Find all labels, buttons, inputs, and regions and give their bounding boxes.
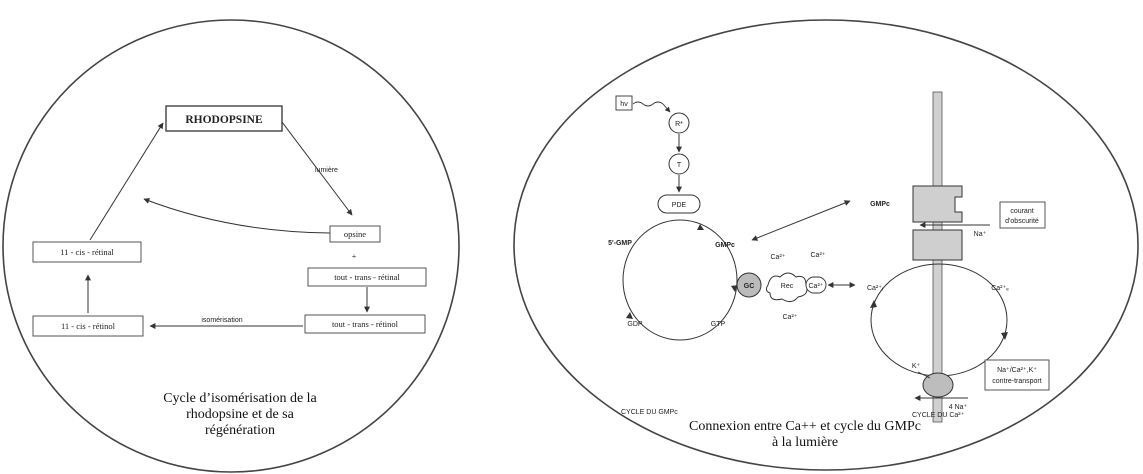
k-line [917,371,931,379]
cycle-arrowhead-top [697,224,704,230]
na-label: Na⁺ [974,231,987,238]
cis-retinal-label: 11 - cis - rétinal [60,247,114,257]
arrow-gmpc-to-channel [751,200,851,241]
isomerisation-cycle-panel: RHODOPSINE lumière opsine + tout - trans… [2,19,460,473]
gmpc-left-label: GMPc [715,242,735,249]
gmp5-label: 5'-GMP [608,240,632,247]
exchanger-node [922,372,954,398]
exchanger-line1: Na⁺/Ca²⁺,K⁺ [997,367,1037,374]
ca-i-label: Ca²⁺ᵢ [867,285,883,292]
cycle-gmpc-label: CYCLE DU GMPc [621,409,678,416]
arrow-light-to-rstar [662,103,671,113]
tout-trans-retinal-box [307,267,427,287]
t-label: T [677,162,682,169]
guanylate-cyclase-node [736,272,762,298]
cis-retinal-box [32,241,142,263]
right-caption: Connexion entre Ca++ et cycle du GMPc à … [689,419,921,450]
left-caption: Cycle d’isomérisation de la rhodopsine e… [163,391,317,438]
plus-sign: + [352,251,357,261]
lumiere-label: lumière [315,167,338,174]
ca-rec-label: Ca²⁺ [809,283,824,290]
gmpc-right-label: GMPc [870,201,890,208]
right-circle-outline [513,19,1139,471]
courant-line2: d'obscurité [1005,218,1039,225]
r-star-label: R* [675,121,683,128]
cycle-arrowhead-right [731,285,738,292]
arrow-opsine-back [143,198,331,234]
transducin-node [668,153,690,175]
tout-trans-retinol-box [304,314,426,334]
gmpc-cycle-ring [622,219,738,341]
ca-bound-rec [805,276,827,294]
channel-lower-block [912,229,963,261]
r-star-node [668,112,690,134]
rhodopsine-label: RHODOPSINE [185,114,263,126]
ca-cycle-arrowhead [1001,332,1008,340]
pde-node [657,194,701,214]
recoverin-blob [765,272,808,303]
gc-label: GC [744,283,755,290]
left-circle-outline [2,19,460,473]
courant-line1: courant [1010,208,1033,215]
k-label: K⁺ [912,363,921,370]
ca-cycle-arrowhead-left [870,300,877,308]
hv-label: hν [620,101,628,108]
gmpc-cycle-panel: hν R* T PDE 5'-GMP GMPc GDP GTP GC Rec C… [513,19,1139,471]
four-na-label: 4 Na⁺ [949,404,968,411]
tout-trans-retinal-label: tout - trans - rétinal [334,272,400,282]
ca-top1-label: Ca²⁺ [771,254,786,261]
ca-e-label: Ca²⁺ₑ [991,285,1009,292]
cis-retinol-label: 11 - cis - rétinol [61,321,116,331]
ca-bottom-label: Ca²⁺ [783,314,798,321]
isomerisation-label: isomérisation [201,317,242,324]
light-source-box [615,95,633,111]
rhodopsine-box [165,105,283,132]
gdp-label: GDP [627,321,643,328]
exchanger-line2: contre-transport [992,378,1041,385]
opsine-box [329,225,381,243]
gtp-label: GTP [711,321,726,328]
arrow-rhodopsine-to-opsine [281,121,353,216]
courant-box [999,201,1046,229]
opsine-label: opsine [344,229,366,239]
cycle-ca-label: CYCLE DU Ca²⁺ [912,412,965,419]
tout-trans-retinol-label: tout - trans - rétinol [332,319,399,329]
cgmp-gated-channel [912,185,963,223]
cis-retinol-box [32,315,144,337]
pde-label: PDE [672,202,687,209]
arrow-retinal-to-rhodopsine [89,122,164,241]
photon-wave [632,101,664,107]
rec-label: Rec [781,283,794,290]
cycle-arrowhead-left [626,312,633,319]
ca-top2-label: Ca²⁺ [811,252,826,259]
exchanger-box [984,359,1050,391]
